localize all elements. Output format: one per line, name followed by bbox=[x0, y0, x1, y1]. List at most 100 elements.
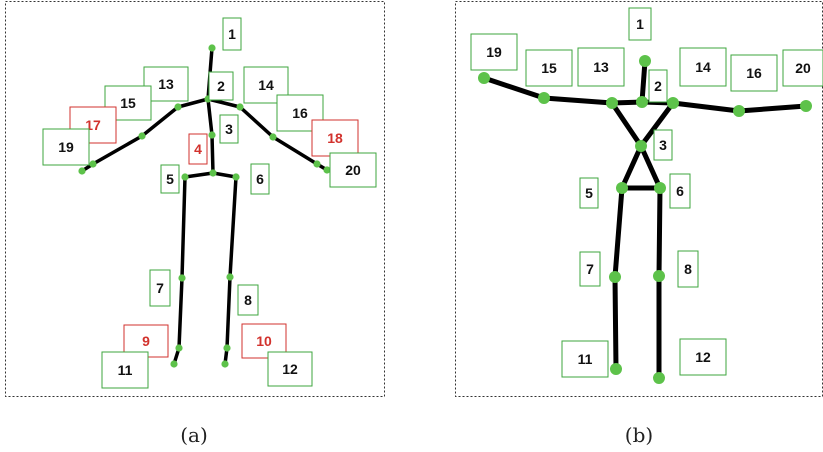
joint-label-1: 1 bbox=[628, 7, 652, 41]
joint-label-text: 4 bbox=[194, 141, 202, 157]
joint-label-11: 11 bbox=[561, 340, 609, 378]
joint-label-7: 7 bbox=[149, 269, 171, 307]
joint-label-15: 15 bbox=[525, 49, 573, 87]
joint-18 bbox=[313, 160, 321, 168]
joint-label-box bbox=[311, 119, 359, 157]
joint-label-box bbox=[237, 284, 259, 316]
bone-5-7 bbox=[612, 185, 625, 280]
joint-13 bbox=[174, 103, 182, 111]
panel-a-caption: (a) bbox=[180, 423, 208, 447]
joint-label-text: 20 bbox=[345, 162, 361, 178]
bone-7-9 bbox=[177, 276, 184, 350]
bone-16-18 bbox=[271, 135, 319, 166]
joint-label-2: 2 bbox=[648, 69, 668, 103]
joint-label-8: 8 bbox=[237, 284, 259, 316]
joint-label-6: 6 bbox=[669, 173, 691, 209]
joint-label-text: 15 bbox=[541, 60, 557, 76]
joint-label-box bbox=[730, 54, 778, 92]
joint-label-box bbox=[222, 17, 242, 51]
joint-label-box bbox=[188, 133, 208, 165]
joint-label-text: 14 bbox=[258, 77, 274, 93]
bone-3-5 bbox=[619, 143, 644, 191]
joint-label-text: 8 bbox=[244, 292, 252, 308]
joint-label-box bbox=[679, 47, 727, 87]
joint-label-text: 16 bbox=[292, 105, 308, 121]
bone-15-19 bbox=[481, 75, 547, 101]
joint-8 bbox=[653, 270, 665, 282]
joint-label-19: 19 bbox=[470, 33, 518, 71]
joint-label-14: 14 bbox=[679, 47, 727, 87]
joint-6 bbox=[232, 173, 240, 181]
bone-3-6 bbox=[638, 143, 663, 191]
bone-13-3 bbox=[609, 100, 644, 149]
bone-3-4 bbox=[210, 133, 215, 175]
joint-label-text: 12 bbox=[695, 349, 711, 365]
joint-3 bbox=[208, 131, 216, 139]
joint-label-text: 3 bbox=[225, 121, 233, 137]
bone-5-7 bbox=[180, 175, 187, 280]
joint-label-5: 5 bbox=[160, 164, 180, 194]
joint-1 bbox=[208, 44, 216, 52]
joint-label-text: 7 bbox=[586, 261, 594, 277]
joint-5 bbox=[616, 182, 628, 194]
joint-19 bbox=[478, 72, 490, 84]
bone-2-3 bbox=[206, 97, 214, 137]
joint-label-text: 14 bbox=[695, 59, 711, 75]
joint-label-box bbox=[525, 49, 573, 87]
bone-4-5 bbox=[183, 171, 215, 179]
panel-a-frame bbox=[5, 1, 385, 397]
joint-label-7: 7 bbox=[579, 251, 601, 287]
joint-label-12: 12 bbox=[267, 351, 313, 387]
bone-14-3 bbox=[638, 100, 676, 149]
joint-label-14: 14 bbox=[243, 66, 289, 104]
joint-16 bbox=[733, 105, 745, 117]
joint-label-text: 16 bbox=[746, 65, 762, 81]
joint-label-text: 19 bbox=[486, 44, 502, 60]
joint-label-16: 16 bbox=[730, 54, 778, 92]
joint-label-text: 18 bbox=[327, 130, 343, 146]
joint-16 bbox=[269, 133, 277, 141]
joint-label-text: 10 bbox=[256, 333, 272, 349]
joint-label-text: 6 bbox=[256, 171, 264, 187]
joint-label-text: 20 bbox=[795, 60, 811, 76]
joint-label-text: 1 bbox=[228, 26, 236, 42]
joint-label-box bbox=[267, 351, 313, 387]
bone-1-2 bbox=[639, 58, 648, 105]
joint-11 bbox=[170, 360, 178, 368]
joint-5 bbox=[181, 173, 189, 181]
joint-2 bbox=[636, 96, 648, 108]
joint-label-box bbox=[160, 164, 180, 194]
joint-label-box bbox=[653, 129, 673, 161]
joint-20 bbox=[323, 166, 331, 174]
joint-label-box bbox=[243, 66, 289, 104]
bone-14-16 bbox=[670, 100, 742, 114]
joint-label-text: 5 bbox=[166, 171, 174, 187]
bone-4-6 bbox=[211, 171, 238, 179]
joint-label-box bbox=[219, 114, 239, 144]
joint-label-box bbox=[149, 269, 171, 307]
joint-label-text: 8 bbox=[684, 261, 692, 277]
joint-11 bbox=[610, 363, 622, 375]
joint-label-11: 11 bbox=[101, 351, 149, 389]
bone-16-20 bbox=[736, 103, 809, 114]
joint-label-3: 3 bbox=[653, 129, 673, 161]
joint-label-text: 3 bbox=[659, 137, 667, 153]
joint-label-box bbox=[648, 69, 668, 103]
joint-10 bbox=[223, 344, 231, 352]
joint-label-12: 12 bbox=[679, 338, 727, 376]
joint-3 bbox=[635, 140, 647, 152]
joint-8 bbox=[226, 273, 234, 281]
joint-label-box bbox=[208, 71, 234, 101]
joint-label-20: 20 bbox=[329, 152, 377, 188]
joint-label-text: 13 bbox=[158, 76, 174, 92]
panel-b-caption: (b) bbox=[625, 423, 653, 447]
joint-label-box bbox=[628, 7, 652, 41]
joint-label-box bbox=[579, 177, 599, 209]
bone-15-17 bbox=[91, 134, 144, 166]
joint-label-5: 5 bbox=[579, 177, 599, 209]
joint-12 bbox=[221, 360, 229, 368]
joint-14 bbox=[236, 103, 244, 111]
joint-label-text: 19 bbox=[58, 139, 74, 155]
joint-label-box bbox=[677, 250, 699, 288]
